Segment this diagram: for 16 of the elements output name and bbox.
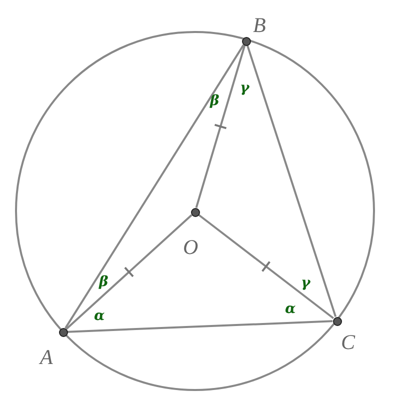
angle-label: β (210, 93, 220, 109)
line-segment (195, 45, 246, 208)
line-segment (67, 320, 333, 333)
angle-label: γ (240, 80, 250, 96)
point-label: O (183, 236, 198, 258)
angle-label: γ (301, 275, 310, 291)
line-segment (198, 214, 334, 320)
point-label: A (40, 346, 53, 368)
angle-label: α (285, 301, 296, 317)
angle-label: β (99, 274, 108, 290)
point-label: C (341, 331, 356, 353)
angle-label: α (94, 308, 105, 324)
line-segment (64, 44, 244, 329)
line-segment (246, 44, 337, 318)
point-label: B (253, 14, 266, 36)
line-segment (66, 214, 192, 330)
